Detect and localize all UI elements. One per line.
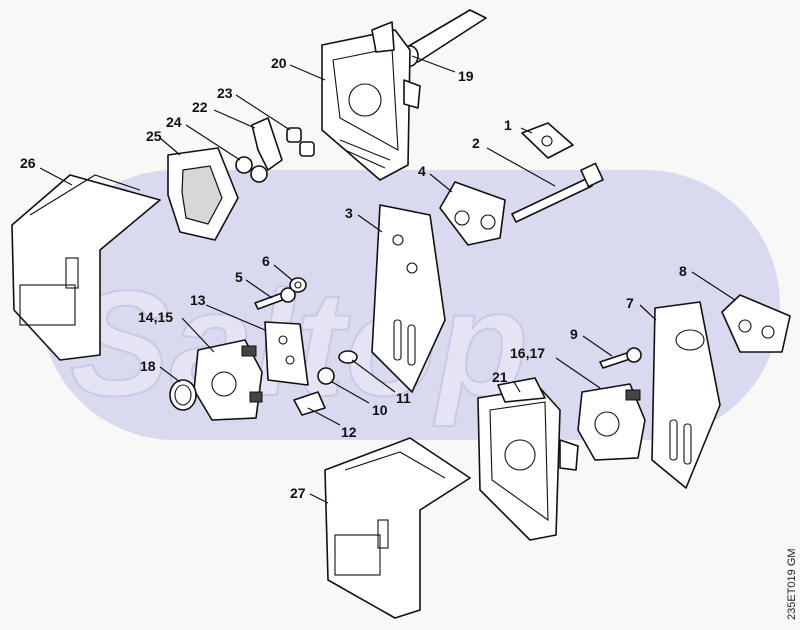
callout-22: 22	[192, 99, 208, 115]
part-27-filter-cover	[324, 437, 471, 619]
callout-21: 21	[492, 369, 508, 385]
callout-20: 20	[271, 55, 287, 71]
part-24-nuts	[235, 156, 268, 183]
callout-27: 27	[290, 485, 306, 501]
part-13-plate	[264, 321, 309, 386]
callout-14-15: 14,15	[138, 309, 173, 325]
part-21-filter-base	[477, 377, 579, 541]
drawing-code: 235ET019 GM	[786, 548, 798, 620]
part-9-screw	[599, 347, 642, 369]
part-20-filter-base	[321, 21, 421, 181]
callout-26: 26	[20, 155, 36, 171]
callout-13: 13	[190, 292, 206, 308]
leader-lines	[39, 55, 736, 504]
callout-4: 4	[418, 163, 426, 179]
callout-10: 10	[372, 402, 388, 418]
part-16-17-carburetor	[577, 383, 646, 461]
part-12-clip	[293, 391, 326, 416]
part-6-washer	[289, 277, 307, 293]
part-25-filter-element	[167, 147, 239, 241]
callout-12: 12	[341, 424, 357, 440]
callout-24: 24	[166, 114, 182, 130]
part-18-o-ring	[169, 379, 197, 411]
part-7-spacer-plate	[651, 301, 721, 489]
callout-23: 23	[217, 85, 233, 101]
callout-6: 6	[262, 253, 270, 269]
callout-9: 9	[570, 326, 578, 342]
part-1-gasket	[521, 122, 574, 159]
callout-11: 11	[396, 390, 411, 406]
callout-19: 19	[458, 68, 474, 84]
callout-1: 1	[504, 117, 512, 133]
callout-16-17: 16,17	[510, 345, 545, 361]
callout-labels: 1 2 3 4 5 6 7 8 9 10 11 12 13 14,15 16,1…	[20, 55, 687, 501]
part-2-long-bolt	[511, 162, 604, 223]
part-10-screw	[317, 367, 335, 385]
callout-8: 8	[679, 263, 687, 279]
callout-7: 7	[626, 295, 634, 311]
callout-25: 25	[146, 128, 162, 144]
part-22-bracket	[251, 117, 283, 171]
callout-5: 5	[235, 269, 243, 285]
part-23-sleeves	[286, 127, 315, 157]
part-26-filter-cover	[11, 174, 161, 361]
part-3-spacer-plate	[371, 204, 446, 393]
part-5-screw	[254, 287, 296, 310]
part-14-15-carburetor	[193, 339, 263, 421]
callout-2: 2	[472, 135, 480, 151]
part-4-flange	[439, 181, 506, 246]
callout-3: 3	[345, 205, 353, 221]
part-8-flange	[721, 294, 791, 353]
callout-18: 18	[140, 358, 156, 374]
